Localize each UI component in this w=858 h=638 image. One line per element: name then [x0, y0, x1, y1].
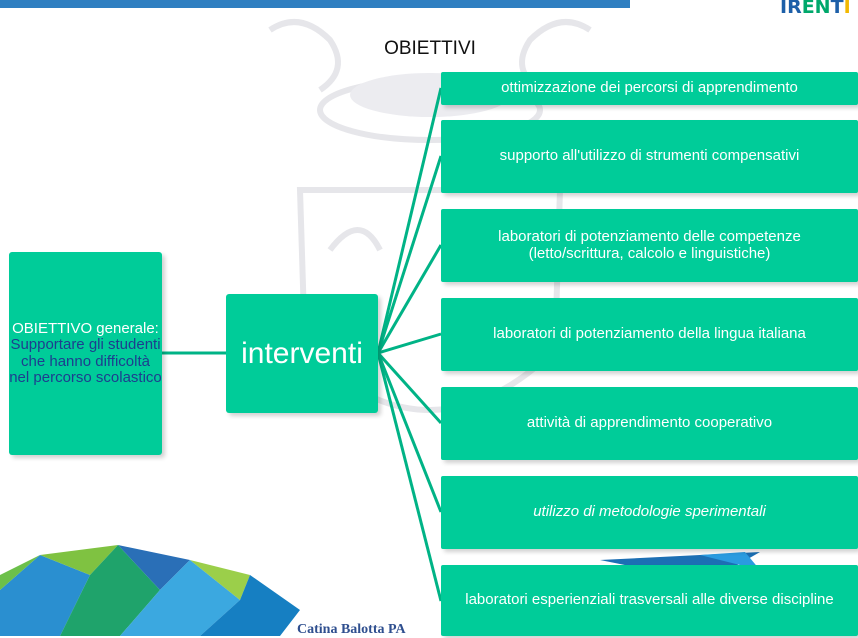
intervention-item-2: supporto all'utilizzo di strumenti compe… — [441, 120, 858, 193]
page-title: OBIETTIVI — [384, 38, 476, 59]
general-objective-text: Supportare gli studenti che hanno diffic… — [9, 336, 162, 386]
intervention-item-1: ottimizzazione dei percorsi di apprendim… — [441, 72, 858, 105]
intervention-item-4: laboratori di potenziamento della lingua… — [441, 298, 858, 371]
interventions-hub: interventi — [226, 294, 378, 413]
general-objective-heading: OBIETTIVO generale: — [12, 320, 159, 338]
footer-author: Catina Balotta PA — [297, 622, 406, 637]
intervention-item-6: utilizzo di metodologie sperimentali — [441, 476, 858, 549]
header-bar — [0, 0, 630, 8]
intervention-item-3: laboratori di potenziamento delle compet… — [441, 209, 858, 282]
general-objective-box: OBIETTIVO generale: Supportare gli stude… — [9, 252, 162, 455]
logo: IRENTI — [780, 0, 851, 18]
intervention-item-5: attività di apprendimento cooperativo — [441, 387, 858, 460]
intervention-item-7: laboratori esperienziali trasversali all… — [441, 565, 858, 636]
